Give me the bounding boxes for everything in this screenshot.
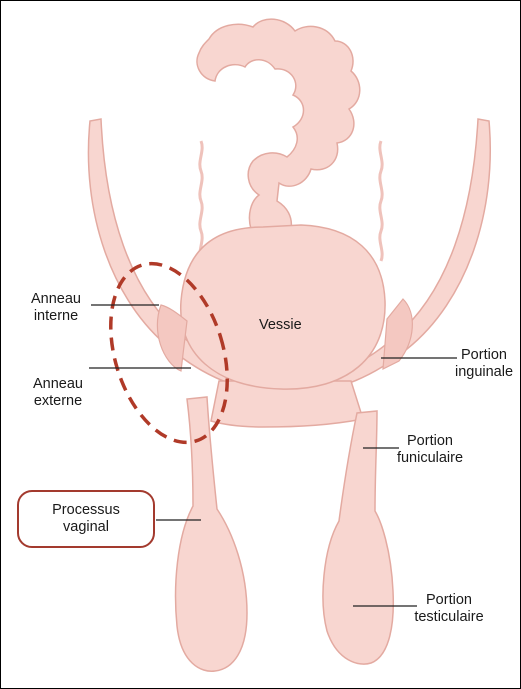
left-vessel bbox=[200, 141, 202, 261]
label-portion-inguinale-line1: Portion bbox=[449, 347, 519, 364]
label-portion-funiculaire-line1: Portion bbox=[387, 433, 473, 450]
intestine bbox=[197, 19, 360, 229]
label-anneau-externe-line1: Anneau bbox=[23, 376, 93, 393]
label-portion-testiculaire-line2: testiculaire bbox=[403, 609, 495, 626]
label-portion-testiculaire: Portion testiculaire bbox=[403, 592, 495, 626]
bladder bbox=[181, 225, 385, 389]
label-anneau-externe-line2: externe bbox=[23, 393, 93, 410]
label-anneau-interne-line2: interne bbox=[21, 308, 91, 325]
label-processus-vaginal-line1: Processus bbox=[17, 502, 155, 519]
label-processus-vaginal-line2: vaginal bbox=[17, 519, 155, 536]
label-vessie: Vessie bbox=[259, 317, 302, 334]
label-anneau-interne-line1: Anneau bbox=[21, 291, 91, 308]
right-cord bbox=[323, 411, 393, 664]
left-cord bbox=[176, 397, 247, 671]
label-processus-vaginal: Processus vaginal bbox=[17, 502, 155, 536]
label-portion-inguinale-line2: inguinale bbox=[449, 364, 519, 381]
label-portion-testiculaire-line1: Portion bbox=[403, 592, 495, 609]
label-portion-funiculaire: Portion funiculaire bbox=[387, 433, 473, 467]
right-vessel bbox=[380, 141, 382, 261]
label-anneau-interne: Anneau interne bbox=[21, 291, 91, 325]
label-portion-inguinale: Portion inguinale bbox=[449, 347, 519, 381]
label-portion-funiculaire-line2: funiculaire bbox=[387, 450, 473, 467]
label-anneau-externe: Anneau externe bbox=[23, 376, 93, 410]
